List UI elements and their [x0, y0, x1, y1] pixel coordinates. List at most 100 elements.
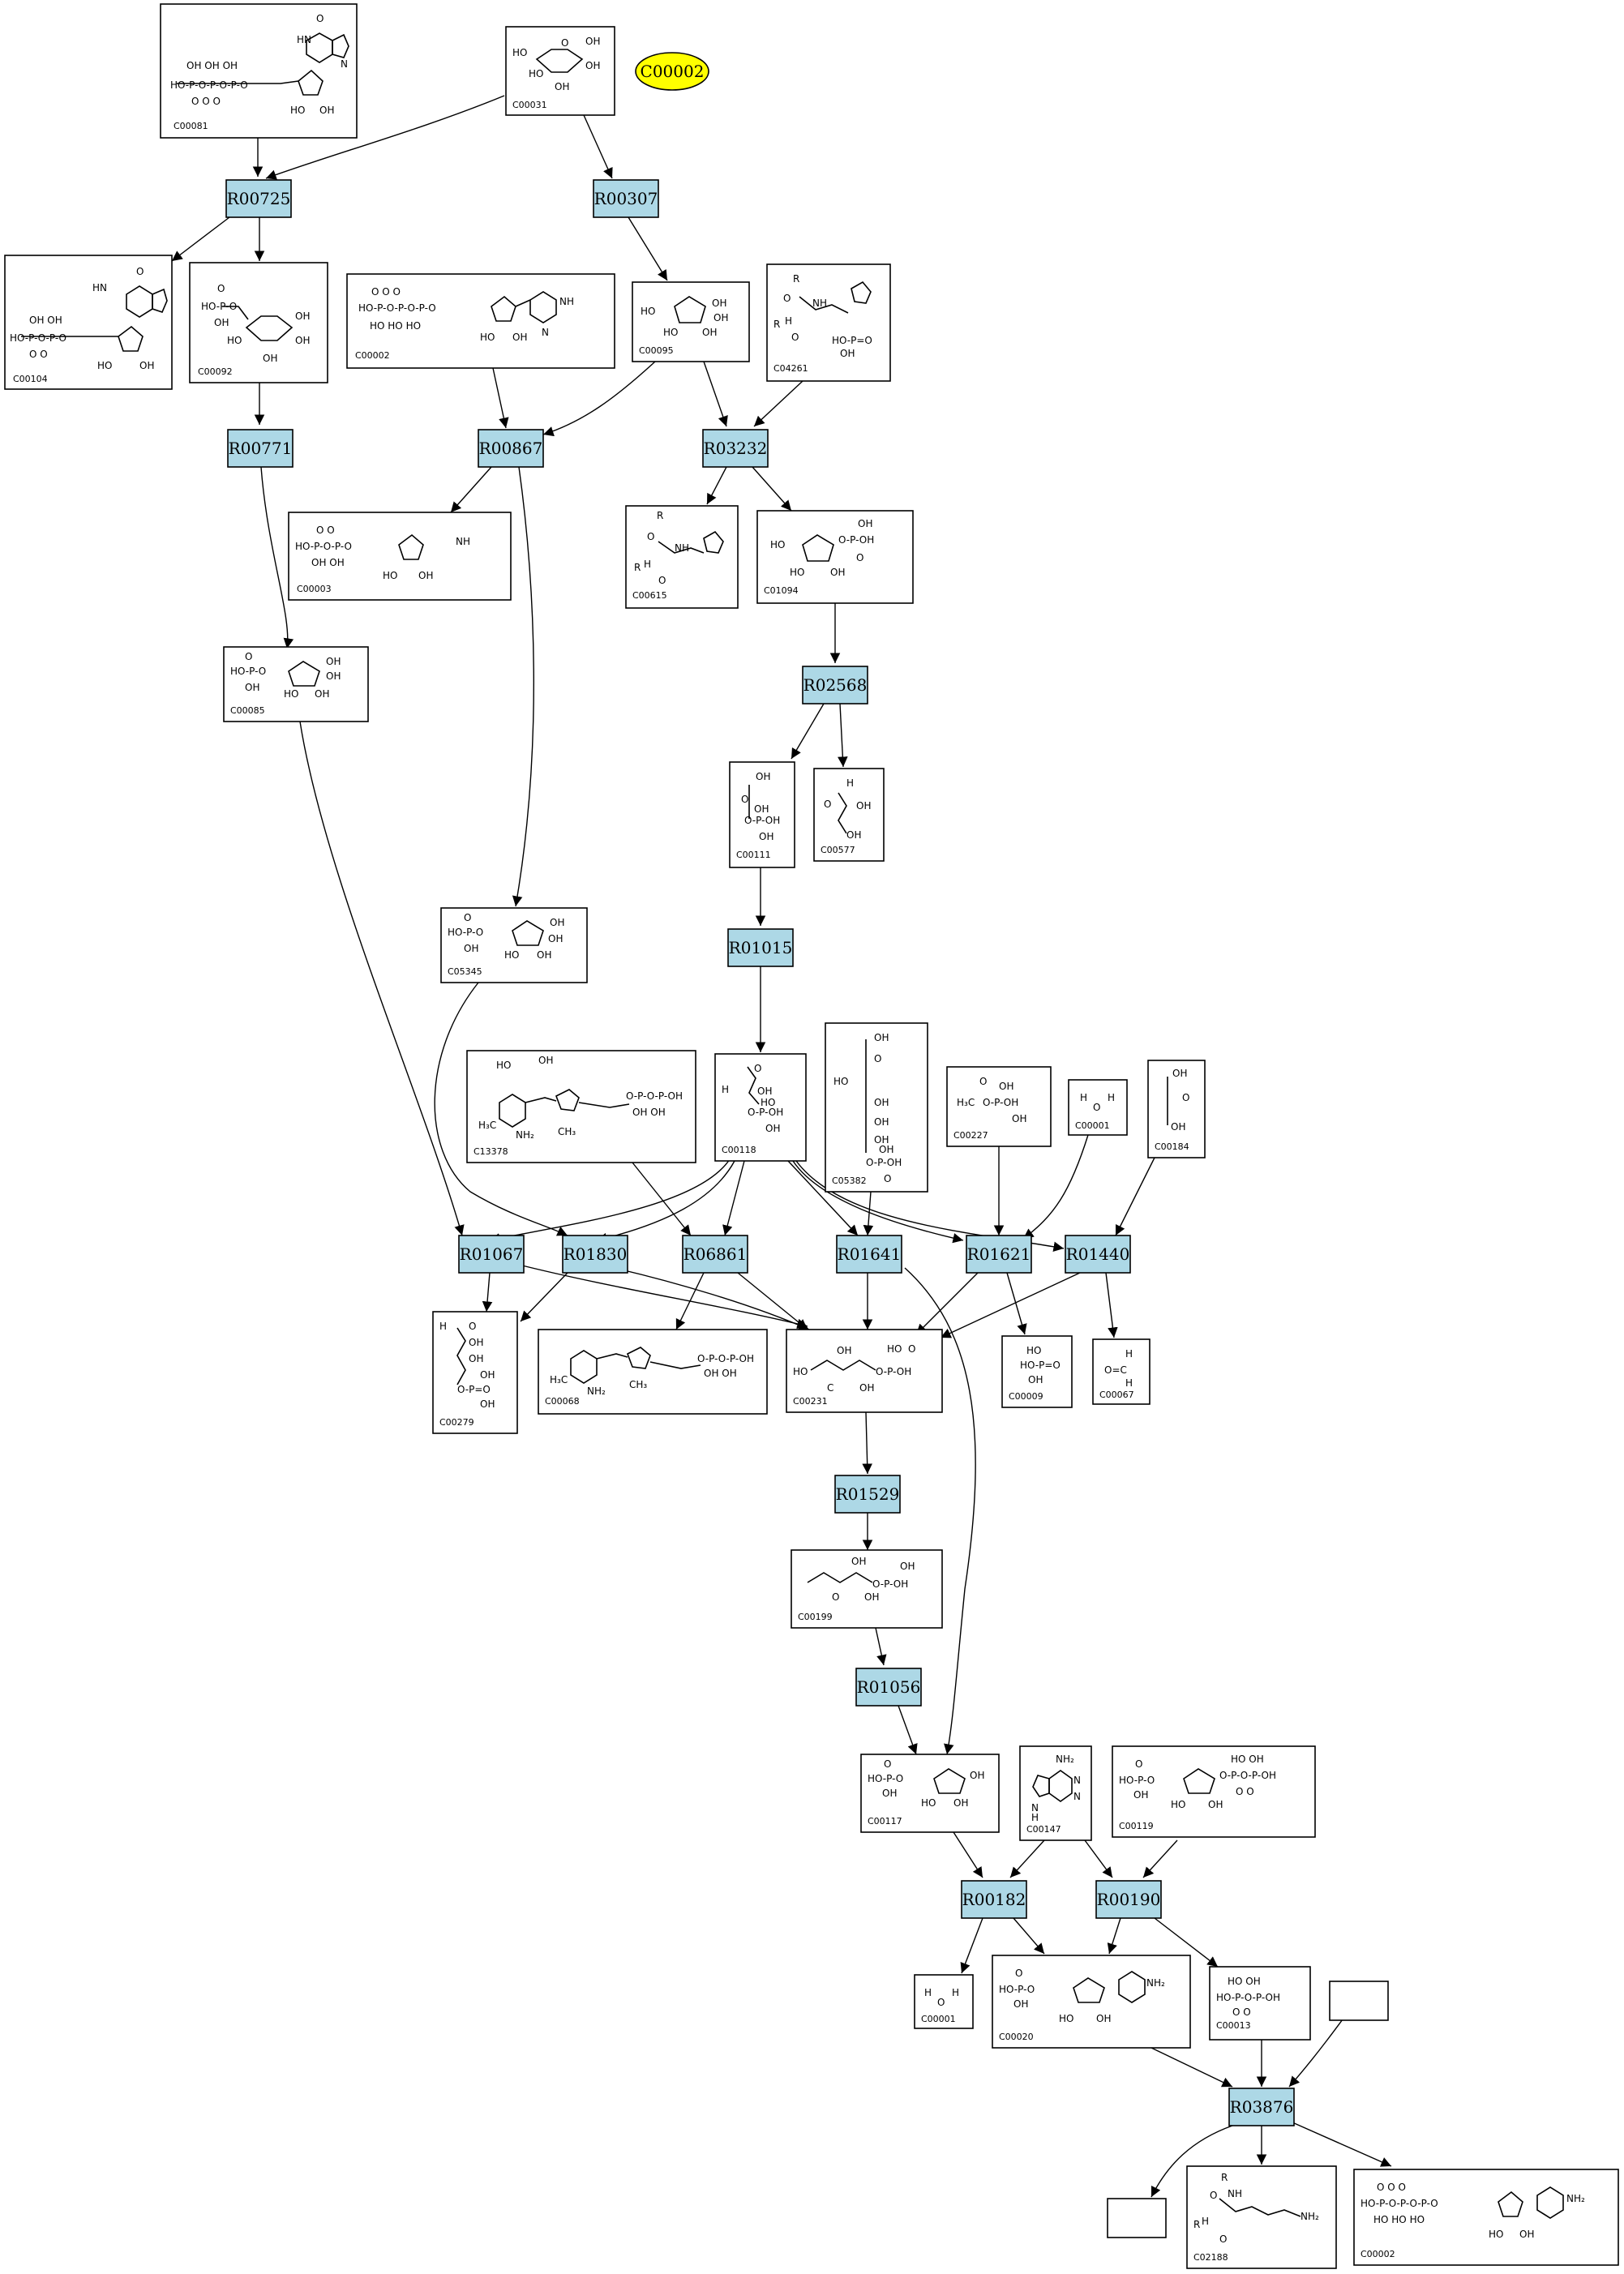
edge [722, 1160, 745, 1236]
svg-text:O: O [783, 293, 791, 304]
edge [599, 1264, 810, 1330]
reaction-node[interactable]: R01440 [1065, 1235, 1131, 1274]
reaction-label: R01621 [967, 1244, 1031, 1264]
reaction-node[interactable]: R01641 [836, 1235, 902, 1274]
reaction-node[interactable]: R03876 [1228, 2088, 1295, 2126]
reaction-node[interactable]: R00307 [593, 179, 659, 218]
compound-node[interactable]: O H OH O-P-OH HO OH C00118 [714, 1053, 807, 1162]
compound-node[interactable]: HO-P-O-P-O-P-O OH OH OH O O O HO OH O HN… [160, 3, 358, 139]
compound-node[interactable]: OH O OH C00184 [1147, 1060, 1206, 1158]
compound-node[interactable]: HO-P-O O OH OH HO OH OH C00092 [189, 262, 328, 383]
svg-text:OH: OH [538, 1055, 553, 1066]
compound-id: C00279 [439, 1417, 474, 1428]
reaction-node[interactable]: R03232 [702, 429, 769, 468]
compound-node[interactable]: HO-P-O-P-O OH OH O O HO OH O HN C00104 [4, 255, 173, 390]
reaction-node[interactable]: R01830 [562, 1235, 628, 1274]
compound-node[interactable]: HO-P-O O OH OH OH HO OH C00085 [223, 646, 369, 722]
svg-text:O: O [1135, 1758, 1142, 1770]
compound-node-empty[interactable] [1329, 1981, 1389, 2021]
svg-text:OH: OH [548, 933, 563, 944]
svg-text:H: H [924, 1987, 932, 1998]
edge [863, 1191, 874, 1236]
compound-node[interactable]: HO-P-O O OH OH HO OH C00117 [860, 1754, 1000, 1833]
compound-node[interactable]: HO OH OH HO OH C00095 [632, 281, 750, 362]
compound-id: C00615 [632, 590, 667, 601]
compound-node[interactable]: OH O O-P-OH OH OH C00111 [729, 761, 795, 868]
reaction-label: R03232 [704, 439, 768, 458]
svg-text:HO: HO [227, 335, 242, 346]
reaction-label: R00190 [1097, 1890, 1161, 1909]
compound-node[interactable]: OH O OH O-P-OH OH C00199 [791, 1549, 943, 1629]
compound-id: C00118 [722, 1145, 756, 1155]
compound-node[interactable]: R O NH R H O NH₂ C02188 [1186, 2165, 1337, 2269]
reaction-node[interactable]: R00182 [961, 1880, 1027, 1919]
compound-node[interactable]: HO-P-O-P-O O O OH OH HO OH NH C00003 [288, 512, 512, 601]
svg-text:OH: OH [1171, 1121, 1185, 1133]
reaction-node[interactable]: R01621 [966, 1235, 1032, 1274]
edge [1107, 1917, 1121, 1955]
svg-text:OH OH OH: OH OH OH [186, 60, 238, 71]
reaction-node[interactable]: R00771 [227, 429, 294, 468]
reaction-node[interactable]: R01056 [855, 1668, 922, 1707]
edge [904, 1267, 976, 1755]
reaction-node[interactable]: R01015 [727, 928, 794, 967]
svg-text:HO: HO [887, 1343, 902, 1355]
reaction-node[interactable]: R01529 [834, 1475, 901, 1514]
reaction-node[interactable]: R06861 [682, 1235, 748, 1274]
compound-id: C02188 [1193, 2252, 1228, 2263]
compound-node[interactable]: HO OH H₃C NH₂ CH₃ O-P-O-P-OH OH OH C1337… [466, 1050, 696, 1163]
svg-text:O: O [316, 13, 324, 24]
compound-node[interactable]: H₃C NH₂ CH₃ O-P-O-P-OH OH OH C00068 [538, 1329, 768, 1415]
reaction-node[interactable]: R00867 [478, 429, 544, 468]
svg-text:O: O [1219, 2233, 1227, 2245]
svg-text:HO-P-O-P-O: HO-P-O-P-O [295, 541, 352, 552]
compound-node[interactable]: HO-P-O O OH OH OH HO OH C05345 [440, 907, 588, 983]
svg-text:O: O [561, 37, 568, 49]
reaction-label: R00867 [479, 439, 543, 458]
reaction-label: R01529 [836, 1484, 900, 1504]
compound-node[interactable]: O H₃C O-P-OH OH OH C00227 [946, 1066, 1052, 1147]
svg-text:O-P-OH: O-P-OH [866, 1157, 902, 1168]
svg-text:OH: OH [585, 60, 600, 71]
compound-node[interactable]: H O OH OH OH O-P=O OH C00279 [432, 1311, 518, 1434]
svg-text:OH: OH [1133, 1789, 1148, 1801]
reaction-node[interactable]: R00190 [1095, 1880, 1162, 1919]
compound-node[interactable]: H O OH OH C00577 [813, 768, 885, 862]
svg-text:H: H [1108, 1092, 1115, 1103]
structure-drawing: OH O HO OH OH OH O-P-OH OH O [833, 1032, 902, 1184]
compound-node[interactable]: HO-P-O O OH O-P-O-P-OH HO OH O O HO OH C… [1112, 1745, 1316, 1838]
edge [940, 1272, 1081, 1338]
compound-node[interactable]: H O H C00001 [914, 1974, 974, 2029]
reaction-node[interactable]: R02568 [802, 666, 868, 704]
compound-node[interactable]: HO O-P-OH OH O HO OH C01094 [756, 510, 914, 604]
compound-node[interactable]: R O NH R H O HO-P=O OH C04261 [766, 263, 891, 382]
compound-node-empty[interactable] [1107, 2198, 1167, 2238]
svg-text:H₃C: H₃C [550, 1374, 568, 1385]
compound-node[interactable]: NH₂ N N N H C00147 [1019, 1745, 1092, 1841]
reaction-label: R01056 [857, 1677, 921, 1697]
structure-drawing: HO OH C OH O-P-OH HO O [793, 1343, 915, 1394]
reaction-node[interactable]: R01067 [458, 1235, 525, 1274]
compound-node[interactable]: HO OH C OH O-P-OH HO O C00231 [786, 1329, 943, 1413]
svg-text:OH: OH [874, 1116, 889, 1128]
svg-text:HN: HN [92, 282, 107, 293]
edge [1006, 1272, 1027, 1335]
highlight-node[interactable]: C00002 [635, 52, 709, 91]
edge [1105, 1272, 1118, 1338]
compound-node[interactable]: H O H C00001 [1068, 1079, 1128, 1136]
svg-text:O: O [754, 1063, 761, 1074]
svg-text:O: O [217, 283, 225, 294]
compound-node[interactable]: H O=C H C00067 [1092, 1338, 1151, 1405]
svg-text:O: O [464, 912, 471, 923]
compound-node[interactable]: HO OH HO-P-O-P-OH O O C00013 [1209, 1966, 1311, 2041]
compound-node[interactable]: HO OH HO OH OH O C00031 [505, 26, 615, 116]
compound-node[interactable]: HO HO-P=O OH C00009 [1001, 1335, 1073, 1408]
compound-node[interactable]: HO-P-O O OH NH₂ HO OH C00020 [992, 1955, 1191, 2049]
compound-node[interactable]: OH O HO OH OH OH O-P-OH OH O C05382 [825, 1022, 928, 1193]
reaction-nodes: R00725 R00307 R00771 R00867 R03232 R0256… [225, 179, 1295, 2126]
svg-text:NH₂: NH₂ [1566, 2193, 1585, 2204]
compound-node[interactable]: HO-P-O-P-O-P-O O O O HO HO HO HO OH NH N… [346, 273, 615, 369]
compound-node[interactable]: HO-P-O-P-O-P-O O O O HO HO HO HO OH NH₂ … [1353, 2169, 1619, 2266]
compound-node[interactable]: R O NH R H O C00615 [625, 505, 739, 609]
reaction-node[interactable]: R00725 [225, 179, 292, 218]
